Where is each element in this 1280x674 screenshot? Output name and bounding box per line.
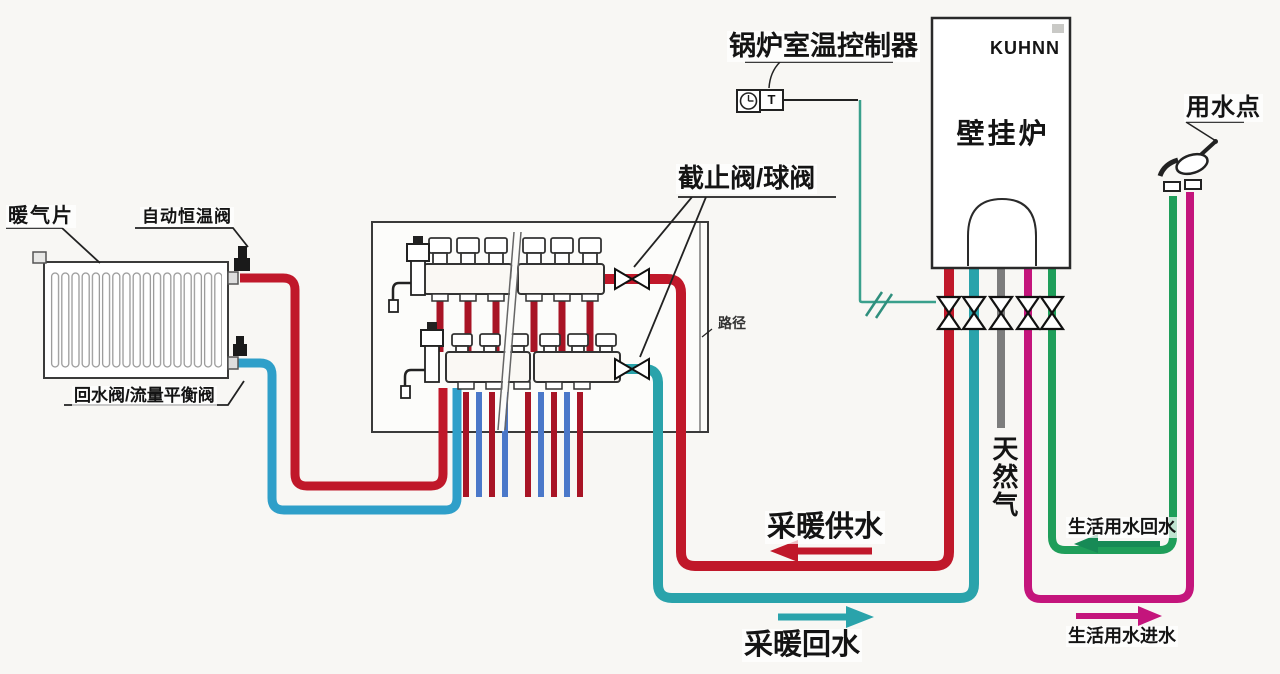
dhw-return-pipe — [1048, 196, 1177, 554]
heating-return-label: 采暖回水 — [742, 629, 863, 663]
return-balance-valve-label: 回水阀/流量平衡阀 — [72, 386, 217, 406]
control-line — [858, 100, 936, 304]
radiator-label: 暖气片 — [6, 205, 76, 228]
dhw-inlet-label: 生活用水进水 — [1066, 626, 1178, 647]
boiler-label: 壁挂炉 — [956, 118, 1050, 149]
bleed-valve-icon — [32, 251, 47, 264]
pipes — [238, 192, 1194, 603]
radiator-supply-branch-pipe — [240, 273, 448, 491]
radiator-return-branch-pipe — [238, 358, 462, 515]
room-thermostat-icon — [736, 61, 936, 319]
flow-arrows — [770, 534, 1162, 628]
heating-supply-pipe — [604, 268, 954, 571]
stop-valve-supply-icon — [614, 267, 650, 291]
path-note-label: 路径 — [718, 315, 746, 331]
heating-return-arrow — [778, 606, 874, 628]
supply-manifold-body — [423, 263, 605, 302]
manifold-assembly — [388, 230, 650, 497]
heating-supply-arrow — [770, 540, 872, 562]
clock-icon — [739, 92, 758, 110]
dhw-return-label: 生活用水回水 — [1066, 517, 1178, 538]
water-point-label: 用水点 — [1184, 94, 1263, 122]
thermostat-t-label: T — [767, 92, 776, 107]
stop-valve-return-icon — [614, 357, 650, 381]
heating-supply-label: 采暖供水 — [765, 511, 886, 545]
room-thermostat-label: 锅炉室温控制器 — [727, 31, 920, 63]
dhw-inlet-arrow — [1076, 606, 1162, 626]
boiler-port-valves — [935, 295, 1066, 331]
boiler-brand-label: KUHNN — [990, 38, 1060, 58]
air-vent-drain-assembly-top — [388, 236, 430, 313]
stop-ball-valve-label: 截止阀/球阀 — [676, 163, 818, 194]
natural-gas-label: 天然气 — [988, 435, 1019, 519]
boiler-unit — [930, 16, 1072, 270]
return-manifold-valve-caps — [451, 333, 617, 354]
break-mark — [497, 230, 522, 432]
radiator — [32, 246, 250, 379]
faucet-icon — [1157, 121, 1218, 192]
boiler-corner-mark — [1052, 24, 1064, 33]
heating-return-pipe — [620, 268, 979, 603]
boiler-dome — [967, 197, 1037, 266]
balance-valve-icon — [227, 336, 247, 370]
thermostatic-valve-icon — [227, 246, 250, 285]
auto-thermostatic-valve-label: 自动恒温阀 — [140, 207, 234, 227]
dhw-inlet-pipe — [1024, 192, 1194, 603]
dhw-return-arrow — [1074, 534, 1160, 553]
air-vent-drain-assembly-bottom — [400, 322, 444, 399]
